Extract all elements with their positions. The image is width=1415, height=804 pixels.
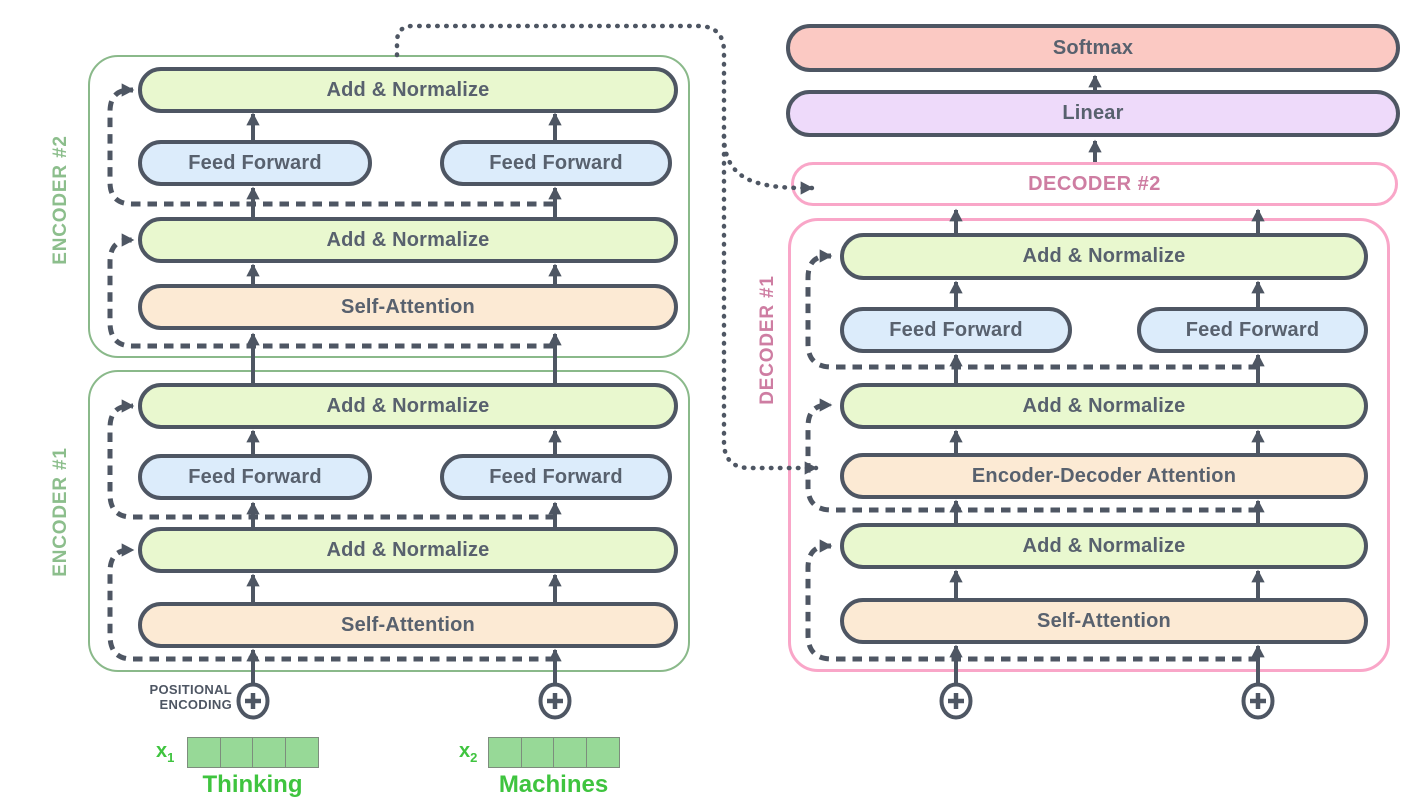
embedding-cell [489,738,522,767]
embedding-cell [521,738,554,767]
input-1-symbol: x1 [156,740,174,765]
input-2-embedding-vector [488,737,620,768]
encoder-1-label: ENCODER #1 [50,447,71,577]
positional-encoding-line1: POSITIONAL [149,682,232,697]
enc1-feed-forward-left: Feed Forward [138,454,372,500]
linear-pill: Linear [786,90,1400,137]
embedding-cell [554,738,587,767]
input-1-embedding-vector [187,737,319,768]
input-1-word: Thinking [202,771,303,798]
softmax-pill: Softmax [786,24,1400,72]
dec1-add-normalize-mid: Add & Normalize [840,383,1368,429]
enc2-feed-forward-right: Feed Forward [440,140,672,186]
dec1-add-normalize-top: Add & Normalize [840,233,1368,280]
encoder-2-label: ENCODER #2 [50,135,71,265]
enc2-add-normalize-mid: Add & Normalize [138,217,678,263]
plus-circle-icon [1241,682,1275,720]
embedding-cell [188,738,221,767]
decoder-1-label: DECODER #1 [757,275,778,405]
positional-encoding-label: POSITIONAL ENCODING [120,682,232,712]
input-1-subscript: 1 [167,750,175,765]
dec1-encoder-decoder-attention: Encoder-Decoder Attention [840,453,1368,499]
input-2-word: Machines [498,771,609,798]
plus-circle-icon [939,682,973,720]
input-2-symbol: x2 [459,740,477,765]
dec1-self-attention: Self-Attention [840,598,1368,644]
encoder-1-box [88,370,690,672]
embedding-cell [253,738,286,767]
dec1-add-normalize-bottom: Add & Normalize [840,523,1368,569]
positional-encoding-line2: ENCODING [159,696,232,712]
decoder-2-pill: DECODER #2 [791,162,1398,206]
input-2-subscript: 2 [470,750,478,765]
enc1-add-normalize-mid: Add & Normalize [138,527,678,573]
plus-circle-icon [538,682,572,720]
embedding-cell [285,738,318,767]
enc1-self-attention: Self-Attention [138,602,678,648]
dec1-feed-forward-right: Feed Forward [1137,307,1368,353]
embedding-cell [220,738,253,767]
embedding-cell [586,738,619,767]
input-2-symbol-text: x [459,740,471,762]
enc2-feed-forward-left: Feed Forward [138,140,372,186]
enc1-add-normalize-top: Add & Normalize [138,383,678,429]
plus-circle-icon [236,682,270,720]
dec1-feed-forward-left: Feed Forward [840,307,1072,353]
enc1-feed-forward-right: Feed Forward [440,454,672,500]
input-1-symbol-text: x [156,740,168,762]
positional-add-icons [236,682,1275,720]
enc2-self-attention: Self-Attention [138,284,678,330]
enc2-add-normalize-top: Add & Normalize [138,67,678,113]
